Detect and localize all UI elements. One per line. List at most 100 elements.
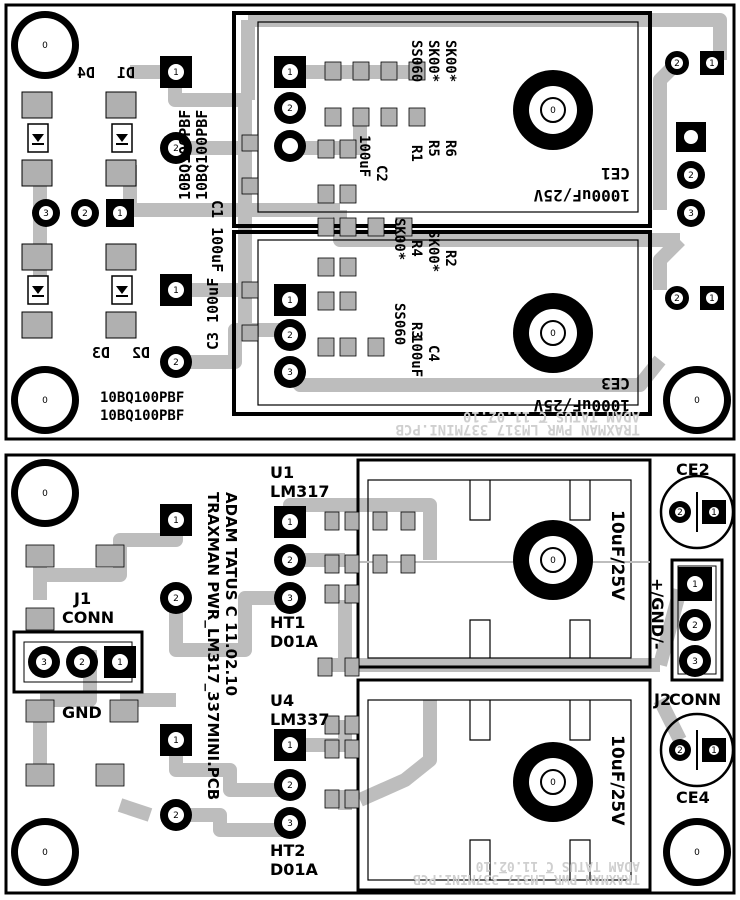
ce3-pad: 0 [513, 293, 593, 373]
j1-part-label: CONN [62, 608, 114, 627]
u1-body [367, 479, 632, 659]
bottom-smd-pads [25, 511, 416, 809]
svg-text:1: 1 [287, 518, 293, 528]
bottom-th-pads: 1 2 1 2 1 2 3 1 2 3 1 2 3 [160, 504, 712, 839]
svg-text:1: 1 [287, 741, 293, 751]
svg-text:2: 2 [173, 144, 179, 154]
svg-text:2: 2 [674, 294, 680, 304]
r2-value-label: SK00* [425, 40, 441, 82]
ce1-pad: 0 [513, 70, 593, 150]
c2-label: C2 [373, 165, 389, 182]
svg-text:3: 3 [688, 209, 694, 219]
svg-text:3: 3 [287, 368, 293, 378]
u4-label: U4 [270, 691, 294, 710]
ce1-label: CE1 [601, 164, 630, 183]
ht2-label: HT2 [270, 841, 305, 860]
top-smd-pads [241, 61, 426, 357]
ce3-value-label: 1000uF/25V [533, 396, 630, 415]
ht1-part-label: D01A [270, 632, 319, 651]
r6-value-label: SK00* [442, 40, 458, 82]
ce4-label: CE4 [676, 788, 710, 807]
svg-text:2: 2 [79, 658, 85, 668]
credit-line-2: TRAXMAN PWR_LM317_337MINI.PCB [204, 492, 222, 800]
rail-label: +/GND/- [648, 578, 667, 650]
top-ghost-credit-2: TRAXMAN PWR_LM317_337MINI.PCB [396, 421, 640, 437]
c1-label: C1 100uF [208, 200, 226, 272]
svg-text:1: 1 [709, 59, 715, 69]
bridge-diode-label-4: 10BQ100PBF [100, 408, 184, 424]
r3-label: R3 [408, 322, 424, 339]
ce3-outline [257, 239, 639, 406]
svg-text:1: 1 [711, 746, 717, 756]
svg-text:1: 1 [173, 516, 179, 526]
ce4-cap: 2 1 [659, 712, 735, 788]
top-mount-holes: 0 0 0 [11, 11, 731, 434]
ce2-label: CE2 [676, 460, 710, 479]
top-board-outline [4, 3, 736, 441]
bottom-ghost-credit-1: ADAM TATUS C 11.02.10 [475, 858, 640, 873]
svg-text:1: 1 [692, 580, 698, 590]
svg-text:2: 2 [688, 171, 694, 181]
u4-body [367, 699, 632, 881]
svg-text:0: 0 [550, 329, 556, 339]
d3-label: D3 [92, 344, 110, 362]
bridge-diode-label-3: 10BQ100PBF [100, 390, 184, 406]
d2-label: D2 [132, 344, 150, 362]
svg-text:0: 0 [42, 489, 48, 499]
svg-text:0: 0 [550, 556, 556, 566]
d4-label: D4 [77, 64, 95, 82]
svg-text:2: 2 [674, 59, 680, 69]
svg-text:1: 1 [117, 658, 123, 668]
d1-label: D1 [117, 64, 135, 82]
bottom-board: 0 0 0 0 0 1 2 1 2 1 2 3 1 2 3 1 [4, 453, 736, 895]
svg-text:0: 0 [42, 396, 48, 406]
svg-text:3: 3 [41, 658, 47, 668]
svg-text:1: 1 [117, 209, 123, 219]
svg-text:2: 2 [287, 781, 293, 791]
top-th-pads: 1 2 1 2 1 2 1 2 3 3 2 1 2 1 2 3 2 1 [32, 51, 724, 388]
c3-label: C3 100uF [204, 278, 222, 350]
r1-value-label: SS060 [408, 40, 424, 82]
svg-text:1: 1 [173, 286, 179, 296]
svg-text:3: 3 [692, 657, 698, 667]
svg-text:2: 2 [173, 594, 179, 604]
r3-value-label: SS060 [391, 303, 407, 345]
j2-label: J2 [653, 690, 671, 709]
u1-part-label: LM317 [270, 482, 330, 501]
ht2-part-label: D01A [270, 860, 319, 879]
u1-heatsink-hole: 0 [513, 520, 593, 600]
ce1-value-label: 1000uF/25V [533, 186, 630, 205]
gnd-label: GND [62, 703, 102, 722]
ht1-label: HT1 [270, 613, 305, 632]
top-ghost-credit-1: ADAM TATUS C 11.02.10 [463, 408, 640, 424]
svg-text:3: 3 [43, 209, 49, 219]
j1-connector: 3 2 1 [12, 630, 144, 694]
svg-text:1: 1 [287, 68, 293, 78]
svg-text:2: 2 [173, 811, 179, 821]
bridge-diode-label-2: 10BQ100PBF [193, 110, 211, 200]
svg-text:0: 0 [694, 848, 700, 858]
u4-part-label: LM337 [270, 710, 330, 729]
top-diode-smd [21, 91, 137, 339]
bottom-board-outline [4, 453, 736, 895]
svg-text:1: 1 [287, 296, 293, 306]
r1-label: R1 [408, 145, 424, 162]
u4-heatsink-hole: 0 [513, 742, 593, 822]
svg-text:3: 3 [287, 594, 293, 604]
svg-text:2: 2 [287, 331, 293, 341]
j2-part-label: CONN [669, 690, 721, 709]
c4-value-label: 100uF [408, 335, 424, 377]
svg-text:2: 2 [287, 556, 293, 566]
ce3-label: CE3 [601, 374, 630, 393]
u1-label: U1 [270, 463, 294, 482]
bottom-mount-holes: 0 0 0 [11, 459, 731, 886]
bottom-labels: U1 LM317 HT1 D01A U4 LM337 HT2 D01A J1 C… [62, 460, 721, 886]
svg-text:0: 0 [42, 41, 48, 51]
svg-text:0: 0 [42, 848, 48, 858]
svg-text:1: 1 [711, 508, 717, 518]
top-labels: D4 D1 D3 D2 10BQ100PBF 10BQ100PBF 10BQ10… [77, 40, 640, 437]
svg-text:2: 2 [287, 104, 293, 114]
svg-text:2: 2 [173, 358, 179, 368]
svg-text:2: 2 [677, 746, 683, 756]
r5-value-label: SK00* [425, 230, 441, 272]
